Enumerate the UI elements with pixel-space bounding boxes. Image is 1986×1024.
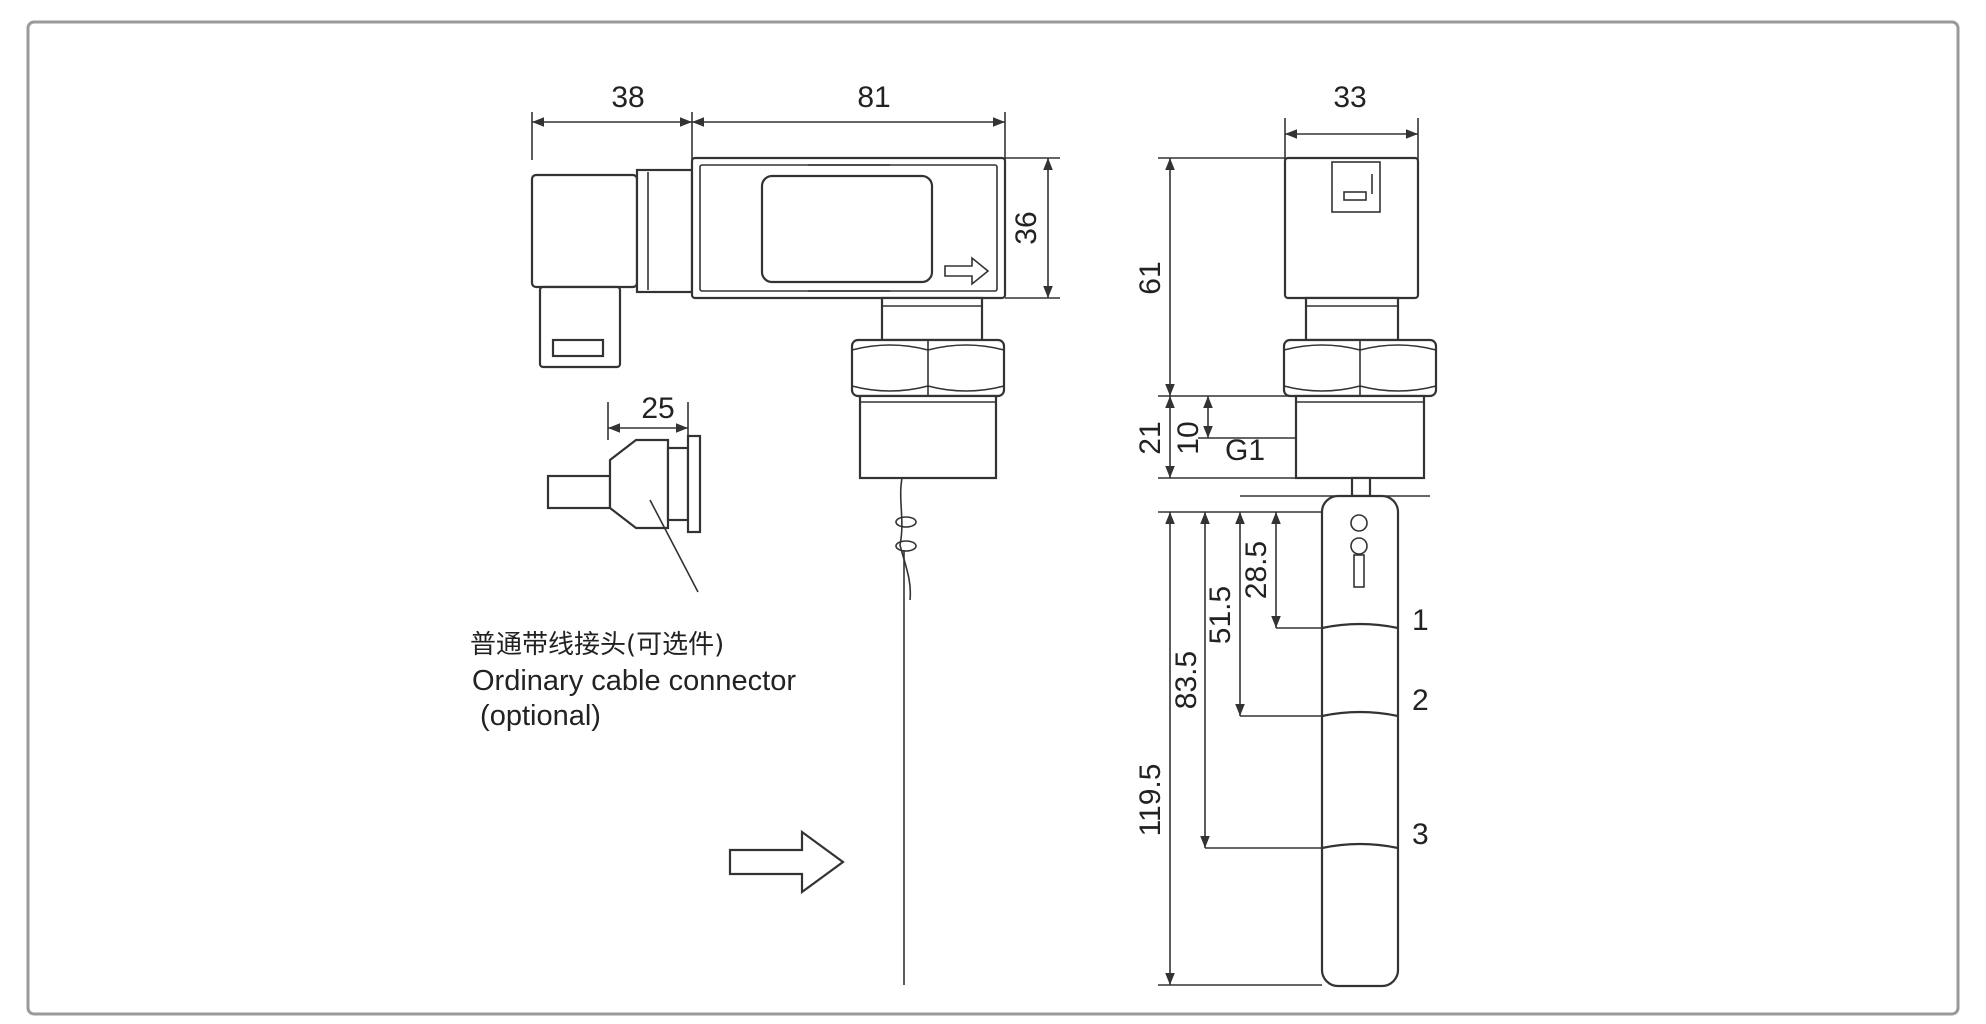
side-neck bbox=[1304, 296, 1400, 342]
connector-plug bbox=[530, 173, 639, 289]
dim-33-label: 33 bbox=[1333, 81, 1366, 114]
dim-61-label: 61 bbox=[1134, 261, 1167, 294]
cable-connector-cone bbox=[608, 438, 670, 530]
connector-cable-exit bbox=[551, 338, 605, 358]
cable-connector-detail: 25 普通带线接头(可选件) Ordinary cable connector … bbox=[470, 392, 796, 732]
display-window bbox=[760, 174, 934, 284]
dim-21-label: 21 bbox=[1134, 421, 1167, 454]
stem-neck bbox=[880, 296, 984, 342]
side-head-window bbox=[1331, 161, 1381, 213]
paddle-wire-upper bbox=[899, 477, 912, 601]
trim-line-2 bbox=[1321, 710, 1399, 718]
cable-connector-nut bbox=[666, 446, 690, 522]
drawing-frame bbox=[26, 20, 1960, 1016]
cable-connector-flange bbox=[686, 434, 702, 534]
trim-line-3 bbox=[1321, 842, 1399, 850]
side-head bbox=[1283, 156, 1420, 300]
dim-28-5-label: 28.5 bbox=[1240, 541, 1273, 599]
side-view: 33 61 21 10 G1 bbox=[1134, 81, 1438, 988]
contact-label-2: 2 bbox=[1412, 684, 1429, 717]
note-chinese: 普通带线接头(可选件) bbox=[470, 630, 724, 660]
note-english-line2: (optional) bbox=[472, 700, 601, 732]
cable-connector-stub bbox=[546, 474, 612, 510]
paddle-rod bbox=[1350, 476, 1372, 498]
flow-direction-small-icon bbox=[944, 256, 990, 286]
contact-label-1: 1 bbox=[1412, 604, 1429, 637]
dim-81-label: 81 bbox=[857, 81, 890, 114]
thread-body bbox=[858, 394, 998, 480]
paddle-blade bbox=[1320, 494, 1400, 988]
dim-51-5-label: 51.5 bbox=[1204, 586, 1237, 644]
note-english-line1: Ordinary cable connector bbox=[472, 665, 796, 697]
dim-83-5-label: 83.5 bbox=[1170, 651, 1203, 709]
dim-119-5-label: 119.5 bbox=[1134, 764, 1167, 837]
connector-collar bbox=[635, 168, 694, 294]
dim-10-label: 10 bbox=[1172, 421, 1205, 454]
trim-line-1 bbox=[1321, 622, 1399, 630]
flow-direction-arrow-icon bbox=[728, 829, 845, 895]
leader-line bbox=[649, 499, 699, 593]
dim-36-label: 36 bbox=[1010, 211, 1043, 244]
front-view: 38 81 36 bbox=[530, 81, 1060, 985]
dim-38-label: 38 bbox=[611, 81, 644, 114]
dim-25-label: 25 bbox=[641, 392, 674, 425]
contact-label-3: 3 bbox=[1412, 818, 1429, 851]
thread-size-label: G1 bbox=[1225, 434, 1265, 467]
side-thread-body bbox=[1294, 394, 1426, 480]
